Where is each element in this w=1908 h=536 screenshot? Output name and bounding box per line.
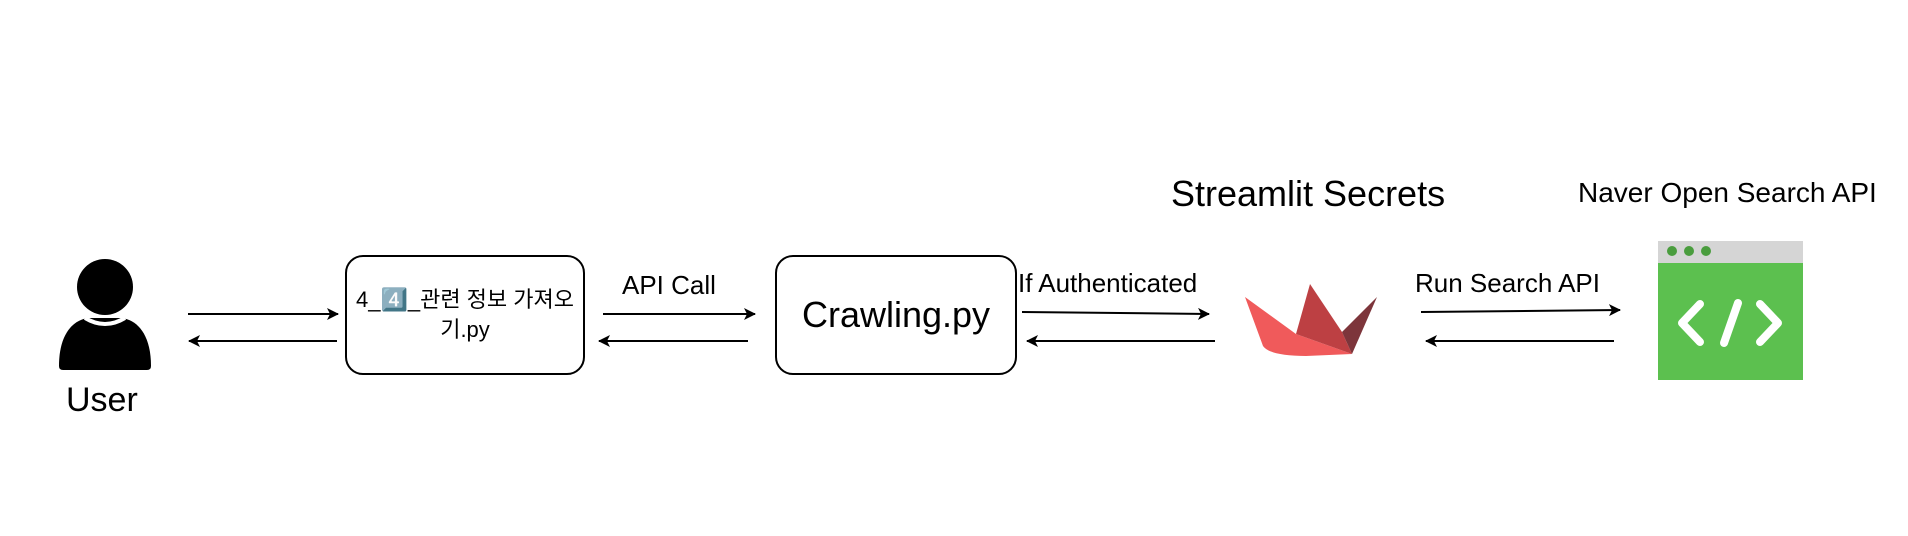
naver-title: Naver Open Search API xyxy=(1578,177,1877,208)
streamlit-logo-icon xyxy=(1245,284,1377,356)
crawler-label: Crawling.py xyxy=(801,294,991,335)
edge-label-run-search: Run Search API xyxy=(1415,268,1600,298)
page-file-node: 4_4️⃣_관련 정보 가져오기.py xyxy=(345,255,585,375)
edge-label-if-authenticated: If Authenticated xyxy=(1018,268,1198,298)
secrets-title: Streamlit Secrets xyxy=(1171,173,1446,214)
user-label: User xyxy=(66,381,138,419)
arrow-secrets-to-naver xyxy=(1420,304,1621,317)
user-icon xyxy=(59,259,151,370)
crawler-node: Crawling.py xyxy=(775,255,1017,375)
code-browser-icon xyxy=(1658,241,1803,380)
page-file-label: 4_4️⃣_관련 정보 가져오기.py xyxy=(355,287,574,342)
arrow-crawler-to-secrets xyxy=(1021,307,1210,320)
edge-label-api-call: API Call xyxy=(622,270,716,300)
